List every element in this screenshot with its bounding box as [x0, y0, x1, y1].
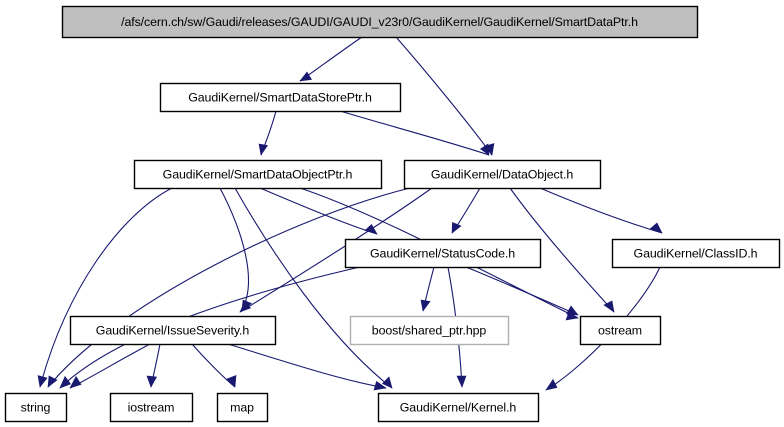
node-box[interactable]	[377, 392, 540, 423]
edge-smartdataobjectptr-to-string	[37, 187, 173, 388]
node-box[interactable]	[133, 159, 383, 190]
edge-line	[509, 187, 615, 313]
node-box[interactable]	[349, 315, 510, 346]
node-box[interactable]	[159, 82, 402, 113]
node-label: GaudiKernel/IssueSeverity.h	[96, 323, 250, 337]
node-label: string	[21, 400, 51, 414]
node-string[interactable]: string	[4, 392, 68, 423]
edge-arrowhead	[566, 305, 579, 316]
node-box[interactable]	[579, 315, 662, 346]
node-box[interactable]	[344, 238, 542, 269]
edge-dataobject-to-issueseverity	[239, 187, 433, 313]
node-label: map	[230, 400, 254, 414]
edge-arrowhead	[545, 378, 558, 391]
node-label: GaudiKernel/SmartDataStorePtr.h	[188, 90, 372, 104]
edge-arrowhead	[451, 222, 462, 234]
edge-dataobject-to-string	[47, 187, 411, 388]
edge-line	[539, 187, 663, 234]
edge-line	[465, 266, 579, 316]
node-ostream[interactable]: ostream	[579, 315, 662, 346]
edge-line	[47, 187, 411, 388]
edge-root-to-dataobject	[395, 36, 495, 156]
edge-dataobject-to-statuscode	[451, 187, 481, 234]
node-box[interactable]	[216, 392, 269, 423]
node-classid[interactable]: GaudiKernel/ClassID.h	[611, 238, 781, 269]
edge-dataobject-to-classid	[539, 187, 663, 234]
node-label: GaudiKernel/SmartDataObjectPtr.h	[163, 167, 353, 181]
edge-arrowhead	[69, 375, 82, 389]
edge-arrowhead	[239, 300, 251, 313]
node-sharedptr[interactable]: boost/shared_ptr.hpp	[349, 315, 510, 346]
node-dataobject[interactable]: GaudiKernel/DataObject.h	[403, 159, 602, 190]
node-box[interactable]	[69, 315, 277, 346]
edge-arrowhead	[59, 375, 71, 389]
edge-arrowhead	[47, 375, 58, 388]
node-statuscode[interactable]: GaudiKernel/StatusCode.h	[344, 238, 542, 269]
edge-line	[39, 187, 173, 388]
edge-line	[339, 110, 490, 156]
edge-arrowhead	[258, 143, 269, 156]
edge-arrowhead	[479, 143, 490, 156]
edge-line	[299, 36, 363, 82]
edge-line	[219, 187, 249, 311]
node-label: /afs/cern.ch/sw/Gaudi/releases/GAUDI/GAU…	[121, 15, 638, 29]
edge-line	[59, 266, 361, 389]
node-kernel[interactable]: GaudiKernel/Kernel.h	[377, 392, 540, 423]
edge-arrowhead	[381, 376, 393, 389]
edge-issueseverity-to-kernel	[227, 343, 387, 391]
node-box[interactable]	[61, 5, 699, 39]
edge-line	[234, 187, 393, 389]
edge-smartdatastoreptr-to-dataobject	[339, 110, 490, 156]
node-label: ostream	[598, 323, 642, 337]
nodes-layer: /afs/cern.ch/sw/Gaudi/releases/GAUDI/GAU…	[4, 5, 781, 423]
node-map[interactable]: map	[216, 392, 269, 423]
node-iostream[interactable]: iostream	[109, 392, 194, 423]
edge-arrowhead	[146, 375, 157, 388]
edge-line	[69, 343, 151, 389]
edge-arrowhead	[299, 71, 312, 82]
edge-statuscode-to-sharedptr	[420, 266, 435, 312]
edge-statuscode-to-ostream	[465, 266, 579, 316]
edges-layer	[37, 36, 663, 391]
edge-arrowhead	[420, 299, 431, 312]
edge-issueseverity-to-iostream	[146, 343, 161, 388]
node-label: GaudiKernel/StatusCode.h	[370, 246, 515, 260]
node-label: GaudiKernel/ClassID.h	[634, 246, 758, 260]
edge-root-to-smartdatastoreptr	[299, 36, 363, 82]
edge-line	[239, 187, 433, 313]
edge-arrowhead	[603, 300, 615, 313]
node-label: iostream	[128, 400, 175, 414]
edge-arrowhead	[37, 375, 48, 388]
node-label: GaudiKernel/DataObject.h	[431, 167, 573, 181]
node-smartdatastoreptr[interactable]: GaudiKernel/SmartDataStorePtr.h	[159, 82, 402, 113]
node-box[interactable]	[109, 392, 194, 423]
edge-statuscode-to-string	[59, 266, 361, 389]
node-label: GaudiKernel/Kernel.h	[400, 400, 517, 414]
edge-line	[227, 343, 387, 389]
node-smartdataobjectptr[interactable]: GaudiKernel/SmartDataObjectPtr.h	[133, 159, 383, 190]
edge-smartdataobjectptr-to-kernel	[234, 187, 393, 389]
edge-line	[191, 343, 236, 388]
edge-arrowhead	[226, 375, 237, 388]
node-box[interactable]	[4, 392, 68, 423]
edge-arrowhead	[373, 381, 387, 391]
edge-arrowhead	[649, 222, 663, 234]
edge-smartdatastoreptr-to-smartdataobjectptr	[258, 110, 277, 156]
edge-arrowhead	[456, 375, 467, 388]
edge-dataobject-to-ostream	[509, 187, 615, 313]
edge-issueseverity-to-string	[69, 343, 151, 389]
node-label: boost/shared_ptr.hpp	[372, 323, 487, 337]
node-box[interactable]	[403, 159, 602, 190]
edge-line	[395, 36, 493, 156]
edge-issueseverity-to-map	[191, 343, 237, 388]
node-issueseverity[interactable]: GaudiKernel/IssueSeverity.h	[69, 315, 277, 346]
node-root[interactable]: /afs/cern.ch/sw/Gaudi/releases/GAUDI/GAU…	[61, 5, 699, 39]
node-box[interactable]	[611, 238, 781, 269]
